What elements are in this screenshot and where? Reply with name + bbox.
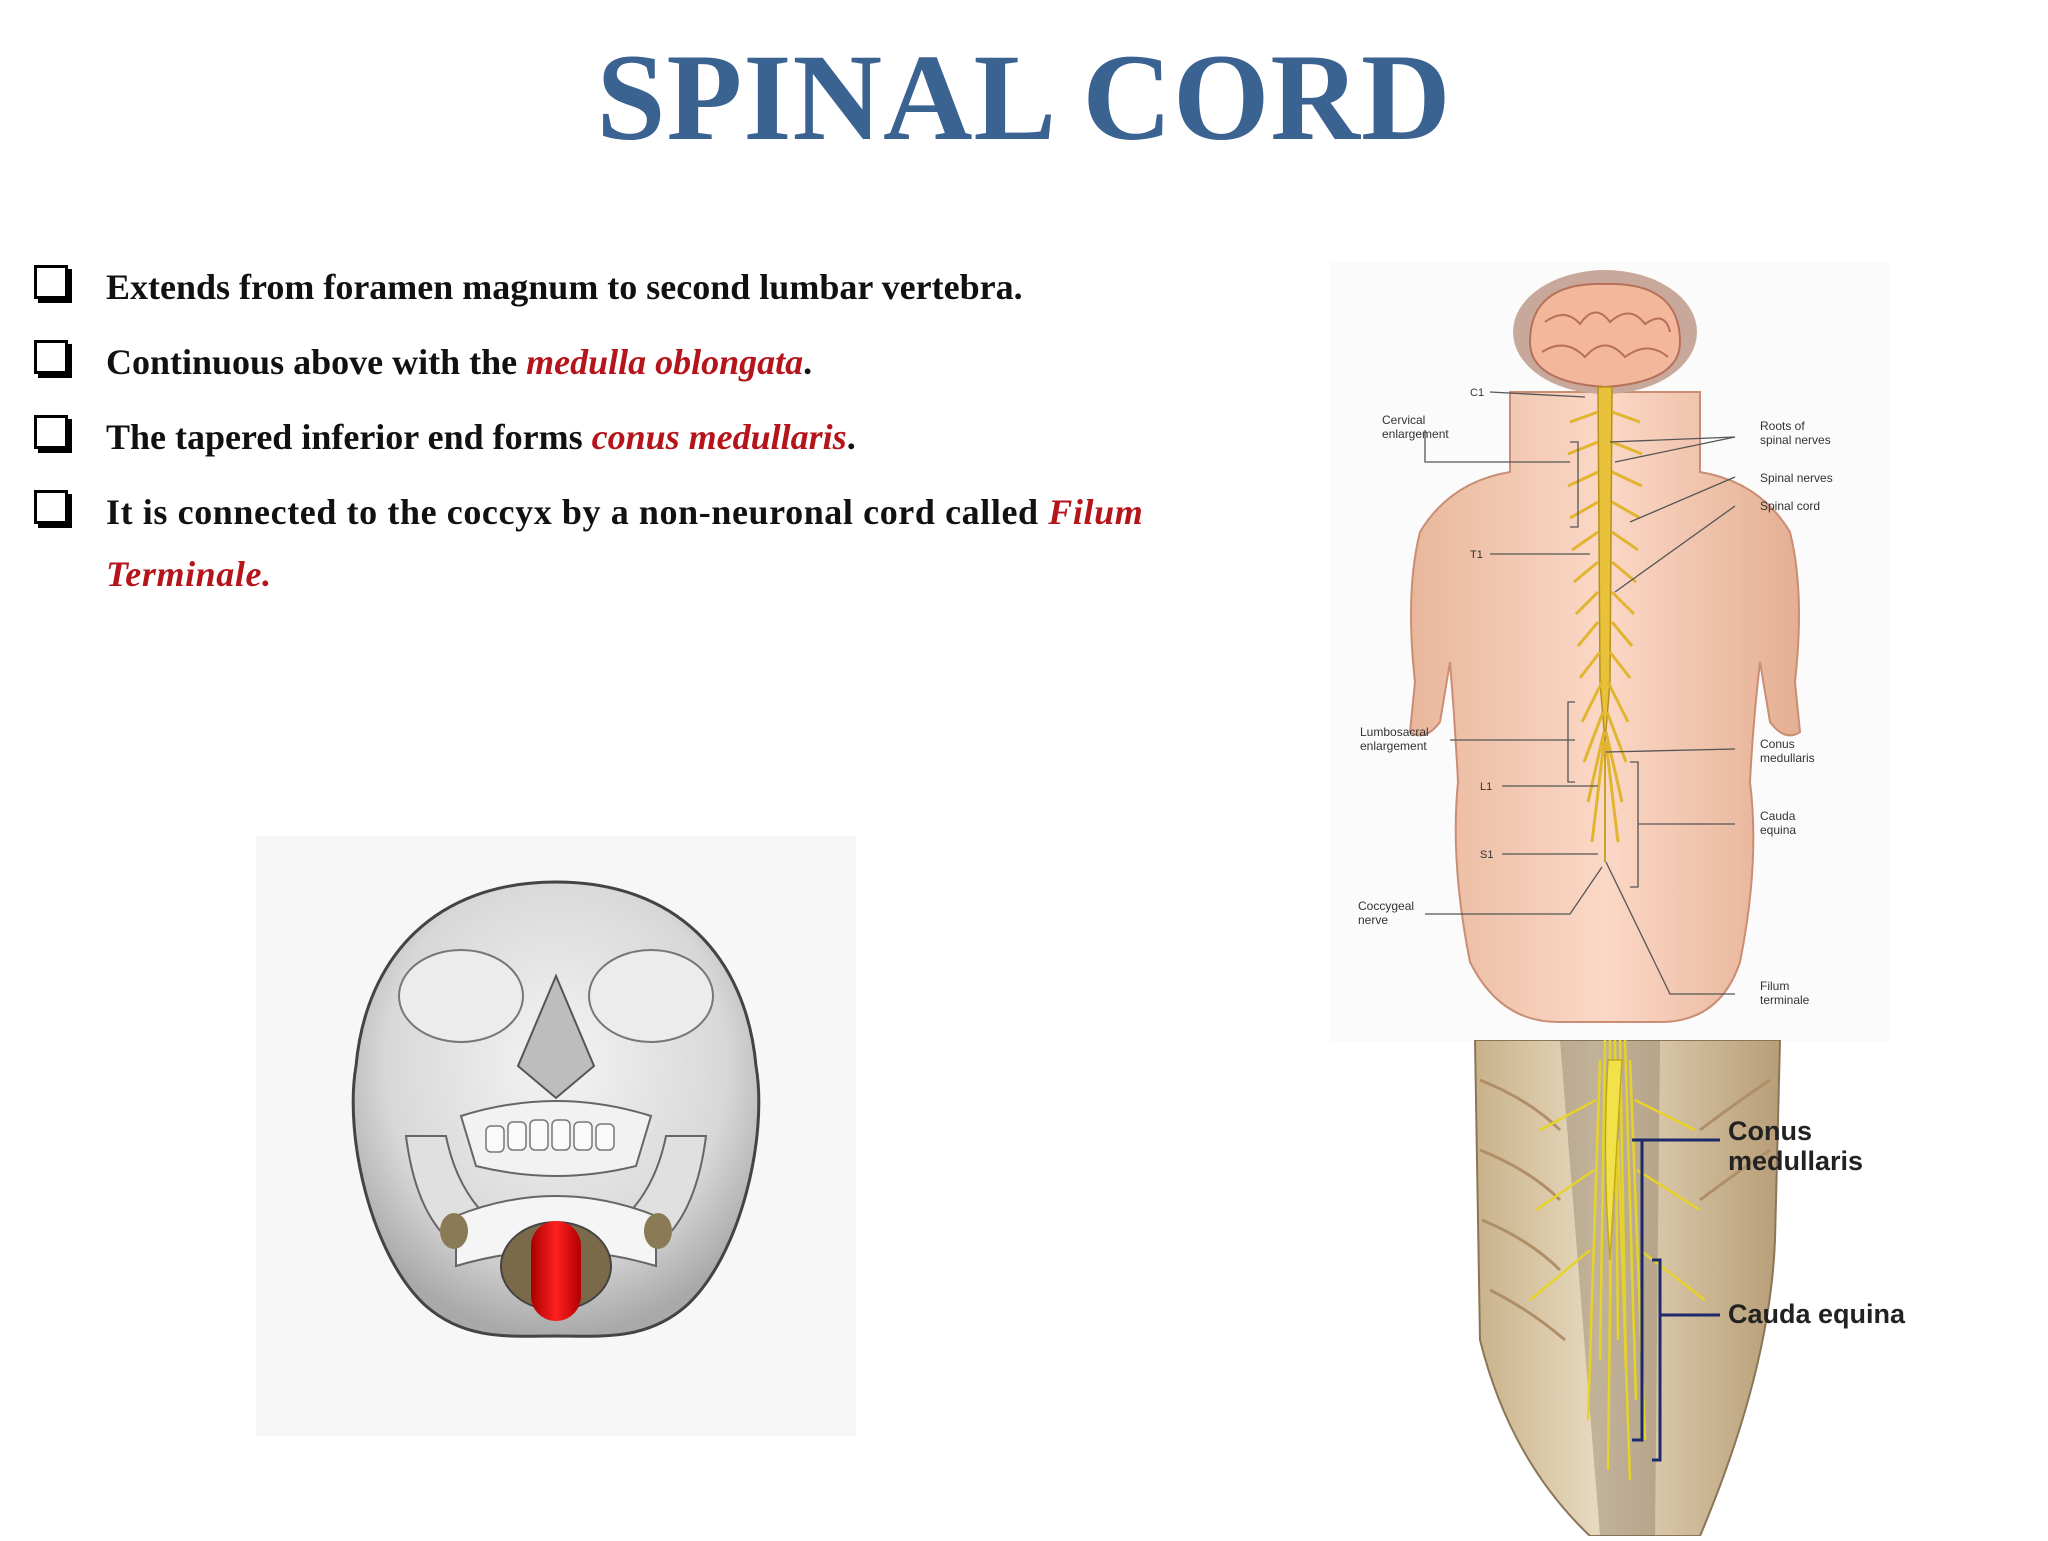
skull-figure [256, 836, 856, 1436]
page-title: SPINAL CORD [596, 29, 1452, 166]
bullet-text-end: . [803, 342, 813, 382]
bullet-text: It is connected to the coccyx by a non-n… [106, 492, 1049, 532]
cauda-equina-figure: Conus medullaris Cauda equina [1470, 1039, 2030, 1537]
bullet-item: Continuous above with the medulla oblong… [30, 331, 1260, 393]
label-cauda-2: equina [1760, 823, 1796, 837]
label-conus-1: Conus [1760, 737, 1795, 751]
label-spinal-nerves: Spinal nerves [1760, 471, 1833, 485]
spinal-cord-back-figure: Cervical enlargement C1 T1 Lumbosacral e… [1330, 262, 1890, 1042]
label-lumbosacral-1: Lumbosacral [1360, 725, 1429, 739]
label-lumbosacral-2: enlargement [1360, 739, 1427, 753]
label-roots-1: Roots of [1760, 419, 1805, 433]
label-s1: S1 [1480, 849, 1493, 861]
label-conus-medullaris-2: medullaris [1728, 1146, 1863, 1176]
label-filum-2: terminale [1760, 993, 1810, 1007]
label-cauda-1: Cauda [1760, 809, 1796, 823]
label-c1: C1 [1470, 387, 1484, 399]
skull-icon [351, 880, 761, 1338]
label-coccygeal-2: nerve [1358, 913, 1388, 927]
bullet-text-end: . [846, 417, 856, 457]
bullet-item: The tapered inferior end forms conus med… [30, 406, 1260, 468]
label-roots-2: spinal nerves [1760, 433, 1831, 447]
label-coccygeal-1: Coccygeal [1358, 899, 1414, 913]
bullet-text: Extends from foramen magnum to second lu… [106, 267, 1023, 307]
checkbox-icon [34, 415, 68, 449]
label-conus-2: medullaris [1760, 751, 1815, 765]
label-t1: T1 [1470, 549, 1483, 561]
bullet-item: Extends from foramen magnum to second lu… [30, 256, 1260, 318]
label-conus-medullaris-1: Conus [1728, 1116, 1812, 1146]
term-highlight: medulla oblongata [526, 342, 804, 382]
checkbox-icon [34, 265, 68, 299]
term-highlight: conus medullaris [591, 417, 847, 457]
bullet-text: Continuous above with the [106, 342, 527, 382]
checkbox-icon [34, 490, 68, 524]
checkbox-icon [34, 340, 68, 374]
spinal-cord-icon [531, 1221, 581, 1321]
term-highlight: Filum Terminale. [106, 492, 1144, 594]
label-filum-1: Filum [1760, 979, 1789, 993]
bullet-list: Extends from foramen magnum to second lu… [30, 256, 1260, 618]
bullet-text: The tapered inferior end forms [106, 417, 592, 457]
label-cervical-1: Cervical [1382, 413, 1425, 427]
brain-icon [1528, 282, 1682, 389]
bullet-item: It is connected to the coccyx by a non-n… [30, 481, 1260, 605]
label-l1: L1 [1480, 781, 1492, 793]
label-cauda-equina: Cauda equina [1728, 1299, 1906, 1329]
label-spinal-cord: Spinal cord [1760, 499, 1820, 513]
label-cervical-2: enlargement [1382, 427, 1449, 441]
